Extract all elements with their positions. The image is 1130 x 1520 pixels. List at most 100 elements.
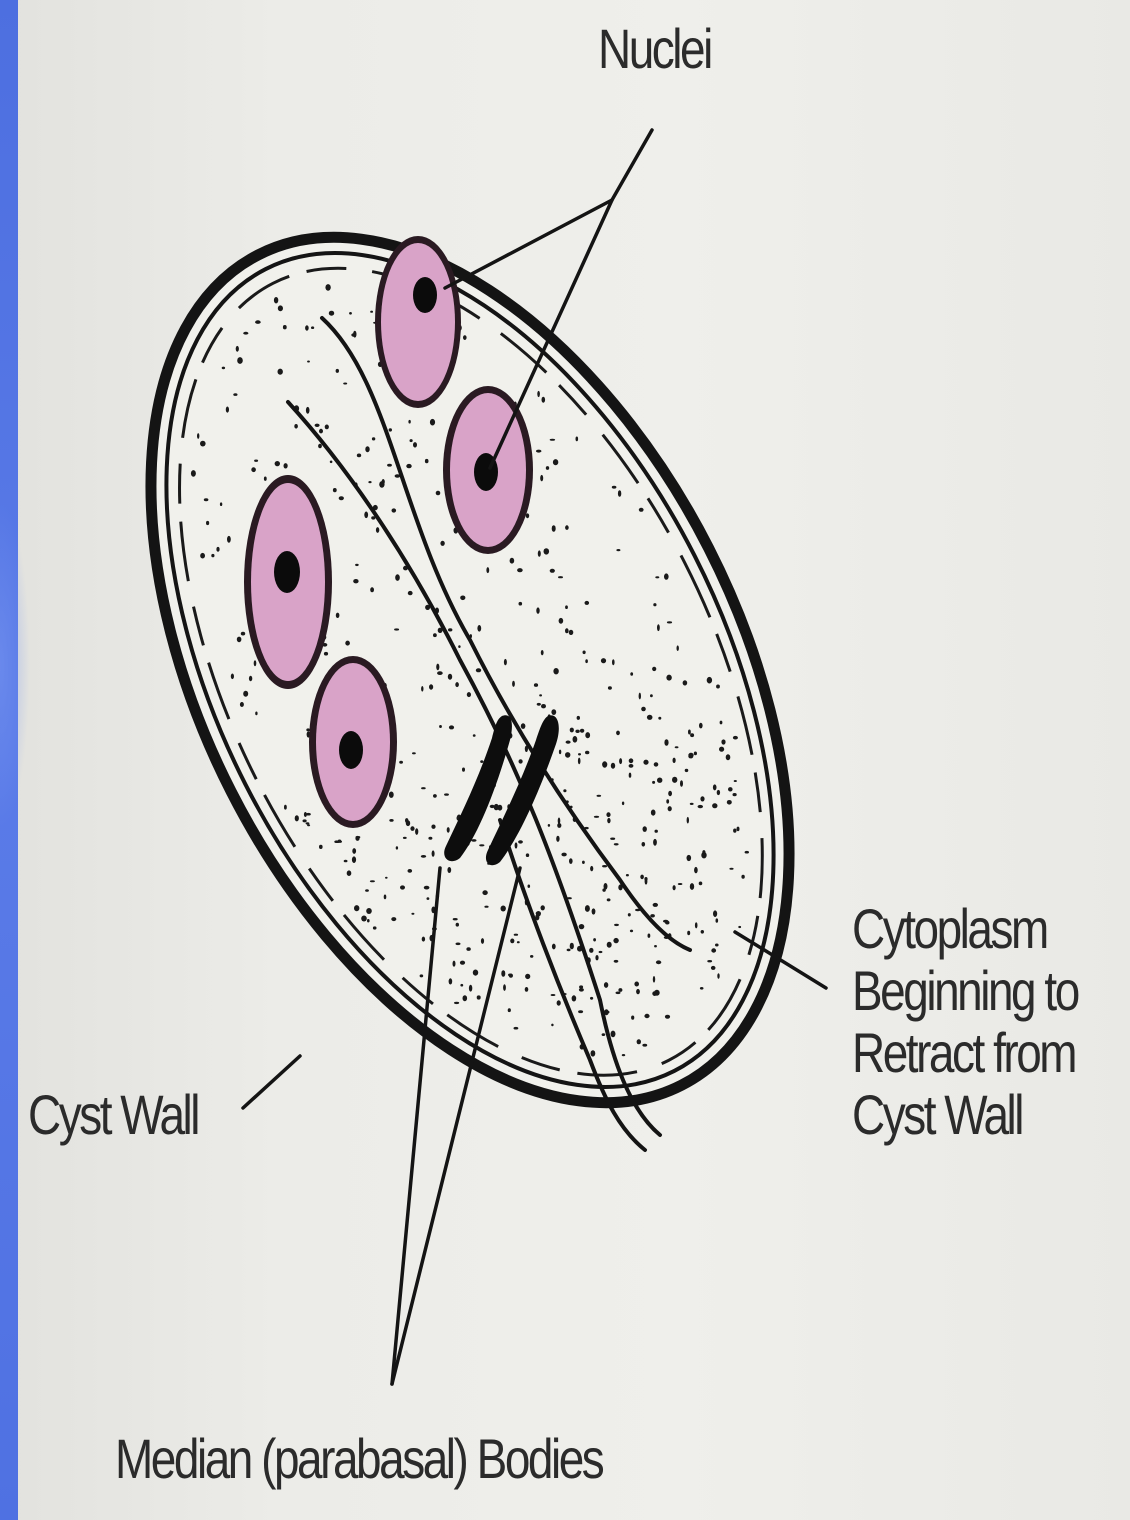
stipple-dot: [634, 982, 639, 987]
stipple-dot: [458, 645, 460, 648]
stipple-dot: [364, 512, 368, 519]
stipple-dot: [456, 943, 461, 946]
stipple-dot: [567, 949, 571, 952]
stipple-dot: [284, 805, 287, 810]
stipple-dot: [254, 660, 257, 666]
stipple-dot: [405, 818, 408, 823]
stipple-dot: [504, 659, 507, 665]
stipple-dot: [642, 1044, 647, 1047]
cyst-wall: [20, 133, 921, 1207]
stipple-dot: [449, 725, 454, 729]
stipple-dot: [325, 284, 330, 291]
stipple-dot: [590, 866, 593, 871]
stipple-dot: [283, 325, 287, 329]
stipple-dot: [525, 987, 529, 992]
stipple-dot: [370, 587, 374, 592]
stipple-dot: [727, 800, 732, 805]
stipple-dot: [347, 870, 352, 876]
stipple-dot: [525, 974, 530, 979]
stipple-dot: [431, 825, 435, 829]
stipple-dot: [311, 326, 314, 329]
stipple-dot: [716, 685, 720, 689]
stipple-dot: [665, 921, 669, 925]
stipple-dot: [642, 842, 646, 847]
stipple-dot: [329, 311, 334, 316]
stipple-dot: [639, 693, 641, 700]
stipple-dot: [677, 645, 679, 651]
stipple-dot: [456, 923, 459, 927]
stipple-dot: [626, 874, 629, 876]
stipple-dot: [629, 773, 632, 778]
stipple-dot: [539, 694, 542, 696]
stipple-dot: [237, 357, 243, 364]
stipple-dot: [462, 768, 465, 772]
stipple-dot: [274, 297, 278, 303]
stipple-dot: [577, 716, 580, 720]
stipple-dot: [658, 717, 661, 720]
stipple-dot: [368, 481, 371, 483]
stipple-dot: [420, 974, 424, 977]
nuclei-leader-a: [445, 130, 652, 288]
stipple-dot: [729, 868, 733, 870]
stipple-dot: [683, 680, 688, 685]
stipple-dot: [508, 1008, 511, 1012]
stipple-dot: [191, 470, 196, 477]
stipple-dot: [306, 813, 311, 816]
stipple-dot: [643, 826, 647, 832]
stipple-dot: [630, 672, 633, 676]
stipple-dot: [433, 794, 437, 798]
nucleus-4: [309, 656, 397, 828]
stipple-dot: [573, 736, 578, 743]
stipple-dot: [702, 850, 705, 855]
stipple-dot: [306, 728, 310, 731]
stipple-dot: [353, 579, 358, 583]
stipple-dot: [466, 947, 470, 951]
stipple-dot: [480, 760, 483, 763]
stipple-dot: [519, 759, 523, 763]
stipple-dot: [557, 823, 561, 828]
stipple-dot: [432, 850, 435, 856]
stipple-dot: [241, 632, 245, 636]
stipple-dot: [541, 704, 546, 708]
stipple-dot: [711, 948, 716, 952]
stipple-dot: [654, 762, 659, 766]
stipple-dot: [389, 792, 394, 798]
stipple-dot: [447, 827, 450, 833]
stipple-dot: [391, 917, 396, 921]
stipple-dot: [701, 930, 704, 934]
stipple-dot: [486, 567, 489, 573]
stipple-dot: [580, 729, 584, 733]
stipple-dot: [665, 1015, 670, 1019]
stipple-dot: [284, 463, 288, 468]
stipple-dot: [206, 521, 209, 525]
stipple-dot: [526, 853, 529, 857]
stipple-dot: [352, 848, 356, 854]
stipple-dot: [355, 564, 359, 566]
stipple-dot: [636, 989, 640, 994]
stipple-dot: [220, 502, 222, 506]
stipple-dot: [585, 905, 590, 912]
stipple-dot: [542, 397, 546, 403]
stipple-dot: [227, 536, 231, 543]
stipple-dot: [382, 479, 385, 485]
stipple-dot: [610, 838, 615, 840]
stipple-dot: [647, 715, 653, 720]
stipple-dot: [514, 934, 518, 936]
stipple-dot: [664, 573, 669, 579]
stipple-dot: [694, 752, 697, 756]
stipple-dot: [550, 569, 555, 573]
stipple-dot: [376, 527, 379, 533]
stipple-dot: [565, 752, 570, 758]
stipple-dot: [558, 576, 563, 578]
stipple-dot: [606, 812, 610, 817]
stipple-dot: [717, 790, 720, 795]
stipple-dot: [675, 746, 679, 748]
stipple-dot: [614, 843, 619, 845]
stipple-dot: [688, 754, 693, 758]
stipple-dot: [551, 709, 556, 715]
stipple-dot: [275, 461, 280, 466]
stipple-dot: [591, 1050, 596, 1056]
stipple-dot: [395, 574, 400, 581]
stipple-dot: [408, 420, 410, 424]
stipple-dot: [667, 621, 672, 623]
